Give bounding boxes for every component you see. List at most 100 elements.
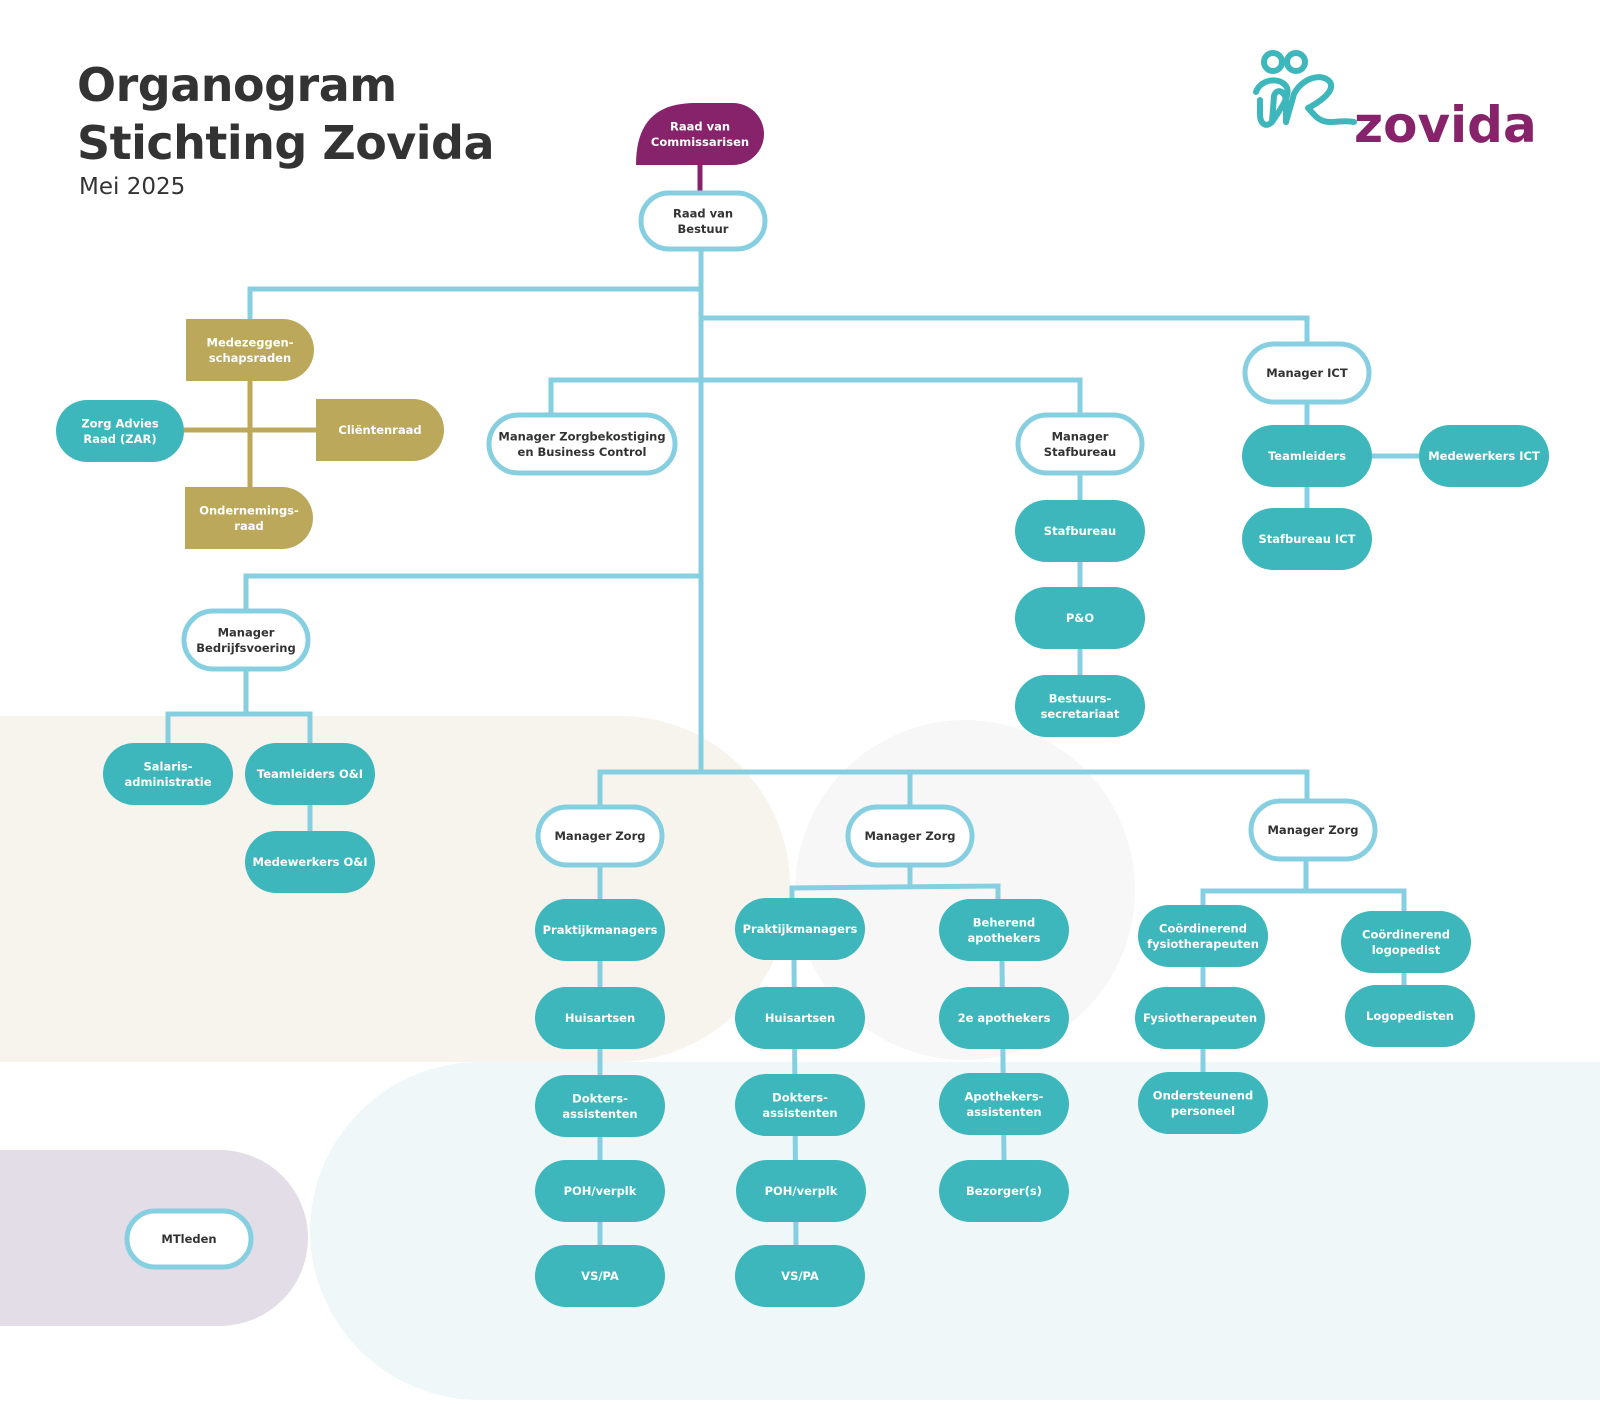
- node-label: Medewerkers ICT: [1428, 449, 1540, 463]
- node-label: Manager Zorg: [864, 829, 955, 843]
- org-node-pm1[interactable]: Praktijkmanagers: [535, 899, 665, 961]
- node-shape: [735, 898, 865, 960]
- node-shape: [316, 399, 444, 461]
- node-label: Commissarisen: [651, 135, 749, 149]
- node-label: Bezorger(s): [966, 1184, 1042, 1198]
- node-shape: [1138, 1072, 1268, 1134]
- node-label: Apothekers-: [965, 1089, 1044, 1103]
- node-shape: [1248, 798, 1378, 862]
- zovida-logo-icon: [1253, 50, 1357, 128]
- org-node-clr[interactable]: Cliëntenraad: [316, 399, 444, 461]
- org-node-mz3[interactable]: Manager Zorg: [1248, 798, 1378, 862]
- org-node-staf[interactable]: Stafbureau: [1015, 500, 1145, 562]
- node-shape: [535, 1075, 665, 1137]
- org-node-tlict[interactable]: Teamleiders: [1242, 425, 1372, 487]
- node-label: assistenten: [562, 1107, 637, 1121]
- connector-line: [1200, 888, 1407, 911]
- node-label: Fysiotherapeuten: [1143, 1011, 1257, 1025]
- org-node-pm2[interactable]: Praktijkmanagers: [735, 898, 865, 960]
- connector-line: [247, 286, 701, 319]
- org-node-vs2[interactable]: VS/PA: [735, 1245, 865, 1307]
- node-shape: [1015, 587, 1145, 649]
- org-node-da2[interactable]: Dokters-assistenten: [735, 1074, 865, 1136]
- node-label: POH/verplk: [765, 1184, 838, 1198]
- org-node-mtl[interactable]: MTleden: [124, 1208, 254, 1270]
- org-node-mwict[interactable]: Medewerkers ICT: [1419, 425, 1549, 487]
- node-label: Manager Zorg: [1267, 823, 1358, 837]
- node-shape: [735, 1074, 865, 1136]
- node-shape: [1015, 500, 1145, 562]
- node-label: en Business Control: [518, 445, 647, 459]
- connector-line: [597, 769, 701, 807]
- node-label: administratie: [124, 775, 211, 789]
- org-node-tloi[interactable]: Teamleiders O&I: [245, 743, 375, 805]
- node-label: Cliëntenraad: [338, 423, 421, 437]
- node-shape: [1135, 987, 1265, 1049]
- org-node-ha2[interactable]: Huisartsen: [735, 987, 865, 1049]
- node-shape: [939, 1160, 1069, 1222]
- org-node-bez[interactable]: Bezorger(s): [939, 1160, 1069, 1222]
- org-node-mz2[interactable]: Manager Zorg: [845, 804, 975, 868]
- node-shape: [939, 899, 1069, 961]
- org-node-mzr[interactable]: Medezeggen-schapsraden: [186, 319, 314, 381]
- node-label: Teamleiders: [1268, 449, 1346, 463]
- org-node-da1[interactable]: Dokters-assistenten: [535, 1075, 665, 1137]
- node-shape: [939, 987, 1069, 1049]
- node-label: Medezeggen-: [207, 335, 294, 349]
- node-label: assistenten: [762, 1106, 837, 1120]
- node-label: Logopedisten: [1366, 1009, 1454, 1023]
- org-node-poh1[interactable]: POH/verplk: [535, 1160, 665, 1222]
- node-label: Raad van: [673, 206, 733, 220]
- bg-blue-shape: [310, 1062, 1600, 1400]
- node-label: Raad (ZAR): [83, 432, 156, 446]
- node-label: P&O: [1066, 611, 1094, 625]
- org-node-sal[interactable]: Salaris-administratie: [103, 743, 233, 805]
- node-label: personeel: [1171, 1104, 1235, 1118]
- node-label: logopedist: [1372, 943, 1441, 957]
- org-node-ap2[interactable]: 2e apothekers: [939, 987, 1069, 1049]
- org-node-sbict[interactable]: Stafbureau ICT: [1242, 508, 1372, 570]
- connector-line: [789, 883, 1001, 899]
- node-label: MTleden: [161, 1232, 216, 1246]
- org-node-apa[interactable]: Apothekers-assistenten: [939, 1073, 1069, 1135]
- node-label: apothekers: [967, 931, 1040, 945]
- node-label: Zorg Advies: [81, 416, 159, 430]
- node-shape: [56, 400, 184, 462]
- org-node-ha1[interactable]: Huisartsen: [535, 987, 665, 1049]
- node-label: Medewerkers O&I: [252, 855, 367, 869]
- node-shape: [535, 1245, 665, 1307]
- node-label: Stafbureau: [1044, 524, 1116, 538]
- org-node-poh2[interactable]: POH/verplk: [736, 1160, 866, 1222]
- node-label: Manager ICT: [1266, 366, 1348, 380]
- node-label: Huisartsen: [565, 1011, 635, 1025]
- org-node-vs1[interactable]: VS/PA: [535, 1245, 665, 1307]
- org-node-mwoi[interactable]: Medewerkers O&I: [245, 831, 375, 893]
- org-node-fys[interactable]: Fysiotherapeuten: [1135, 987, 1265, 1049]
- org-node-mz1[interactable]: Manager Zorg: [535, 804, 665, 868]
- node-shape: [1341, 911, 1471, 973]
- node-label: Stafbureau: [1044, 445, 1116, 459]
- org-node-log[interactable]: Logopedisten: [1345, 985, 1475, 1047]
- org-node-bsec[interactable]: Bestuurs-secretariaat: [1015, 675, 1145, 737]
- node-shape: [245, 831, 375, 893]
- node-shape: [185, 487, 313, 549]
- org-node-mict[interactable]: Manager ICT: [1242, 341, 1372, 405]
- node-label: 2e apothekers: [958, 1011, 1051, 1025]
- node-shape: [535, 804, 665, 868]
- node-shape: [736, 1160, 866, 1222]
- connector-line: [548, 377, 701, 415]
- org-node-po[interactable]: P&O: [1015, 587, 1145, 649]
- node-label: VS/PA: [781, 1269, 819, 1283]
- node-label: Dokters-: [772, 1090, 828, 1104]
- org-node-or[interactable]: Ondernemings-raad: [185, 487, 313, 549]
